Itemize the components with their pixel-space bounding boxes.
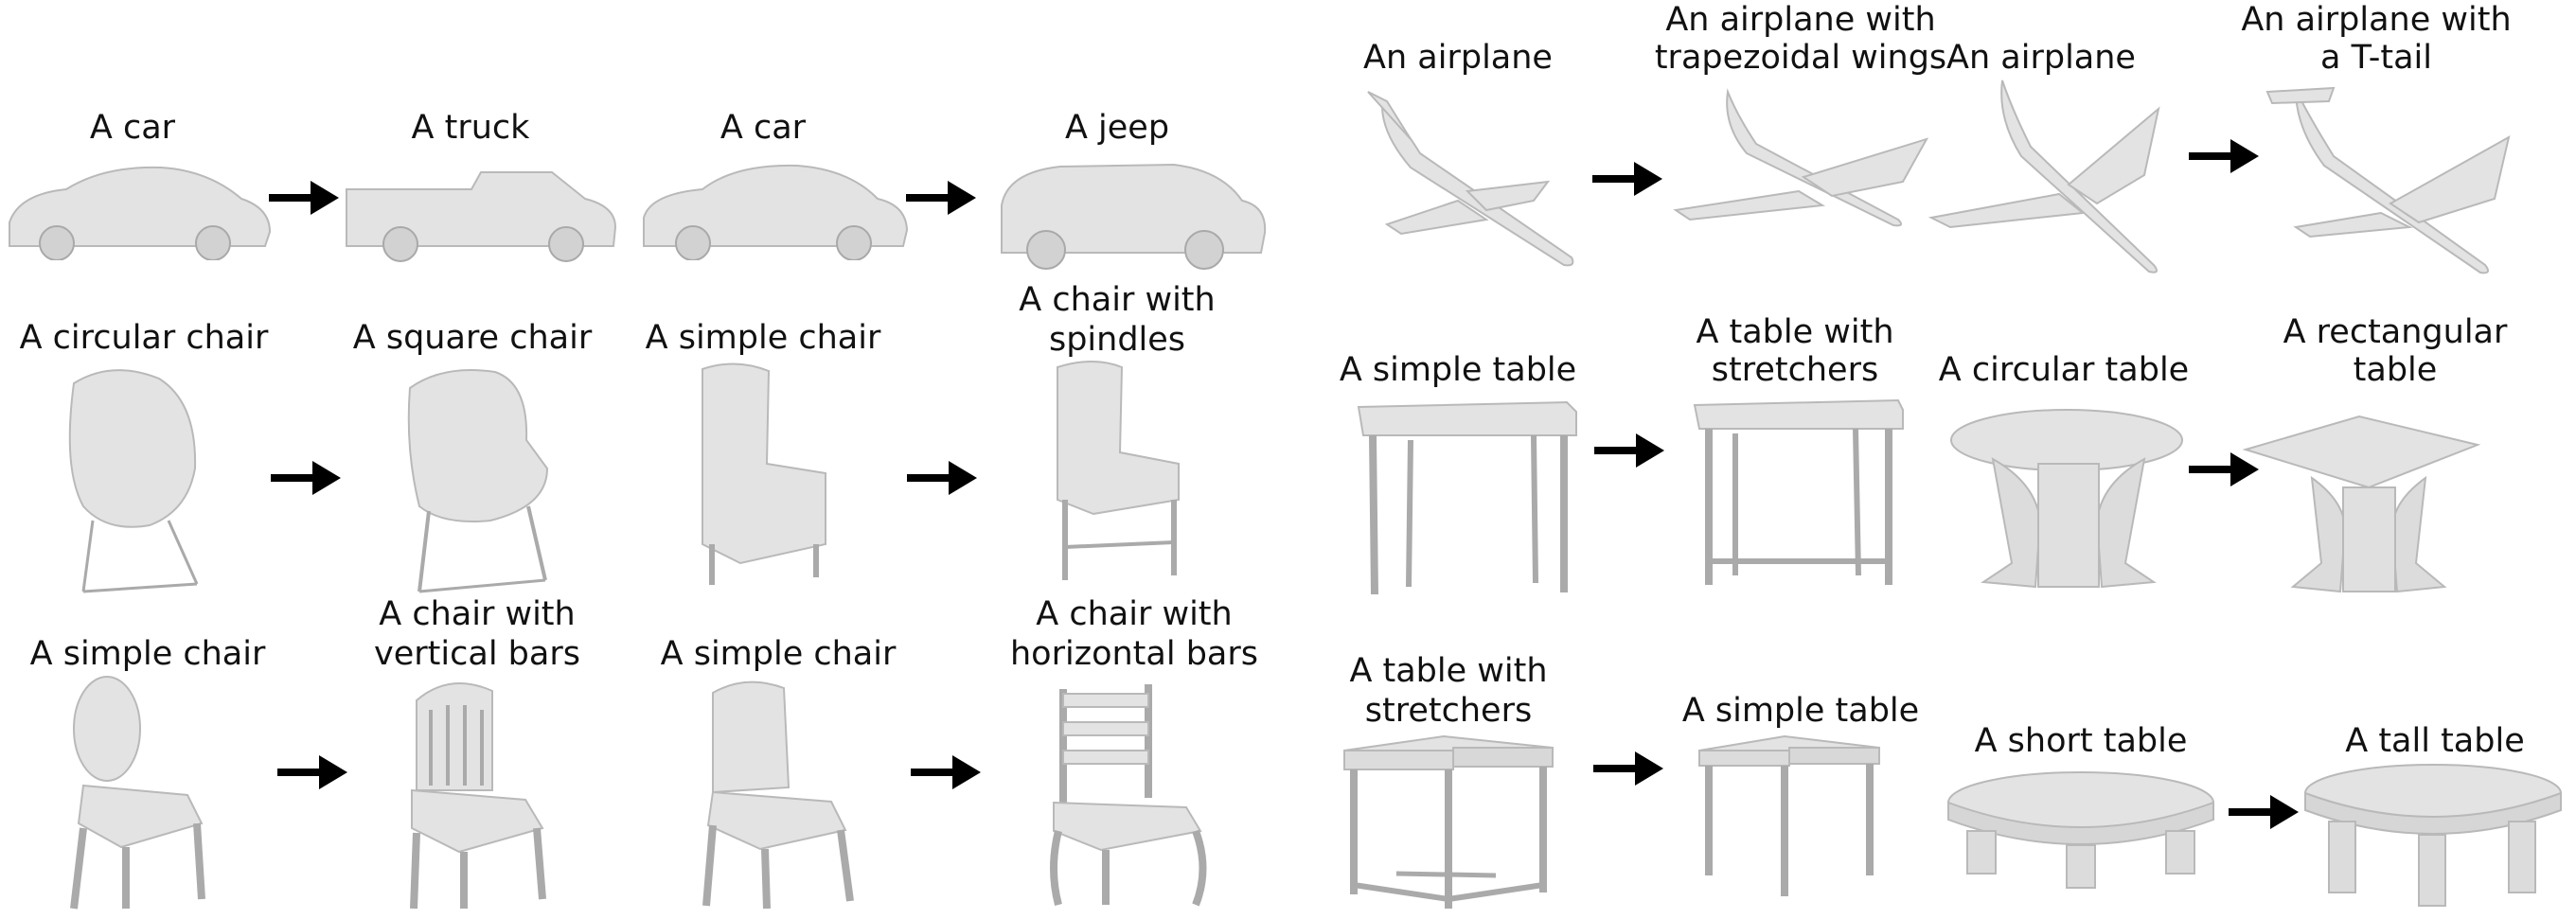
- caption-car-1: A car: [89, 109, 176, 147]
- car-shape-2: [636, 156, 913, 260]
- short-table-shape: [1939, 765, 2223, 897]
- caption-rectangular-table-line2: table: [2353, 351, 2438, 389]
- caption-simple-chair-2: A simple chair: [29, 635, 266, 673]
- caption-square-chair: A square chair: [352, 319, 593, 357]
- arrow-right-icon: [1594, 433, 1664, 468]
- airplane-shape-1: [1344, 87, 1590, 276]
- arrow-right-icon: [2229, 795, 2299, 829]
- caption-simple-table-2: A simple table: [1681, 692, 1920, 730]
- arrow-right-icon: [911, 755, 981, 789]
- arrow-right-icon: [1592, 162, 1662, 196]
- arrow-right-icon: [2189, 139, 2259, 173]
- arrow-right-icon: [277, 755, 347, 789]
- circular-chair-shape: [55, 364, 216, 601]
- caption-circular-chair: A circular chair: [19, 319, 269, 357]
- caption-airplane-t-tail-line2: a T-tail: [2320, 39, 2432, 77]
- airplane-shape-2: [1927, 71, 2192, 279]
- caption-airplane-1: An airplane: [1363, 39, 1553, 77]
- caption-table-stretchers-1-line1: A table with: [1696, 313, 1894, 351]
- simple-chair-shape-2: [64, 672, 216, 913]
- caption-airplane-trapezoidal-line1: An airplane with: [1665, 1, 1936, 39]
- truck-shape: [339, 161, 623, 263]
- rectangular-table-shape: [2236, 407, 2482, 596]
- arrow-right-icon: [271, 461, 341, 495]
- caption-car-2: A car: [720, 109, 807, 147]
- caption-chair-horizontal-bars-line1: A chair with: [1036, 595, 1233, 633]
- circular-table-shape: [1945, 407, 2192, 596]
- caption-jeep: A jeep: [1064, 109, 1170, 147]
- caption-chair-vertical-bars-line2: vertical bars: [374, 635, 580, 673]
- chair-vertical-bars-shape: [402, 672, 554, 913]
- caption-circular-table: A circular table: [1938, 351, 2190, 389]
- arrow-right-icon: [269, 181, 339, 215]
- arrow-right-icon: [907, 461, 977, 495]
- chair-horizontal-bars-shape: [1044, 680, 1215, 911]
- table-stretchers-shape-2: [1340, 733, 1557, 913]
- caption-short-table: A short table: [1974, 722, 2188, 760]
- caption-chair-horizontal-bars-line2: horizontal bars: [1010, 635, 1258, 673]
- square-chair-shape: [396, 364, 557, 601]
- caption-airplane-2: An airplane: [1946, 39, 2136, 77]
- caption-chair-vertical-bars-line1: A chair with: [379, 595, 576, 633]
- car-shape-1: [0, 156, 275, 260]
- caption-table-stretchers-1-line2: stretchers: [1711, 351, 1879, 389]
- arrow-right-icon: [2189, 452, 2259, 486]
- caption-tall-table: A tall table: [2345, 722, 2525, 760]
- arrow-right-icon: [906, 181, 976, 215]
- arrow-right-icon: [1593, 751, 1663, 786]
- table-stretchers-shape-1: [1690, 396, 1908, 590]
- caption-chair-spindles-line1: A chair with: [1019, 281, 1216, 319]
- simple-chair-shape-3: [699, 674, 860, 912]
- caption-rectangular-table-line1: A rectangular: [2283, 313, 2508, 351]
- caption-simple-table-1: A simple table: [1339, 351, 1577, 389]
- caption-chair-spindles-line2: spindles: [1048, 321, 1186, 359]
- caption-truck: A truck: [411, 109, 530, 147]
- caption-simple-chair-3: A simple chair: [660, 635, 897, 673]
- chair-spindles-shape: [1037, 358, 1198, 594]
- jeep-shape: [994, 153, 1269, 274]
- caption-table-stretchers-2-line2: stretchers: [1364, 692, 1533, 730]
- caption-airplane-trapezoidal-line2: trapezoidal wings: [1654, 39, 1947, 77]
- airplane-trapezoidal-shape: [1671, 87, 1936, 229]
- caption-airplane-t-tail-line1: An airplane with: [2241, 1, 2512, 39]
- simple-table-shape-2: [1695, 733, 1884, 904]
- simple-chair-shape-1: [684, 360, 844, 596]
- caption-table-stretchers-2-line1: A table with: [1349, 652, 1548, 690]
- caption-simple-chair-1: A simple chair: [645, 319, 881, 357]
- simple-table-shape: [1354, 398, 1581, 601]
- airplane-t-tail-shape: [2258, 80, 2523, 279]
- tall-table-shape: [2296, 757, 2570, 909]
